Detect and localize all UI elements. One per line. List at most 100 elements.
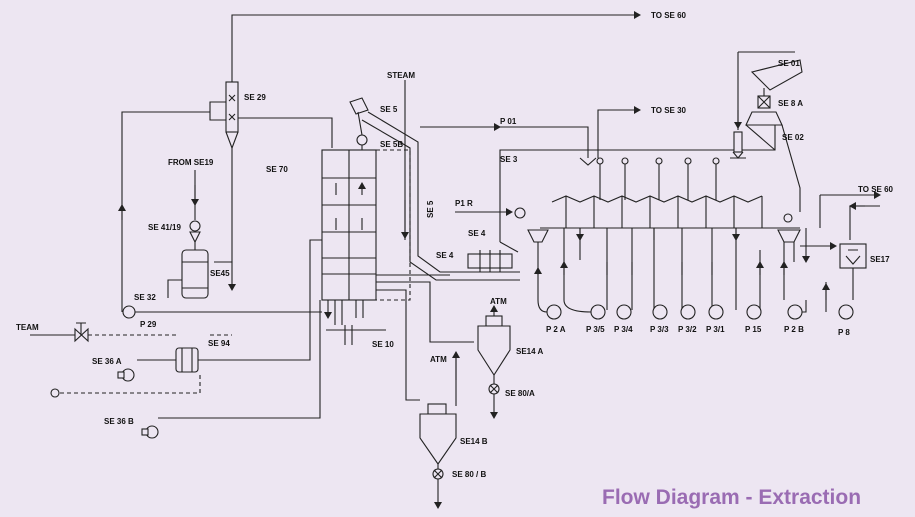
se14a-top	[485, 315, 503, 327]
line-to-se30	[597, 106, 641, 158]
se70-trays	[322, 177, 376, 275]
valve-5	[712, 157, 720, 165]
pump-p33	[652, 304, 668, 320]
hopper-left	[527, 229, 549, 243]
label-pump: P 2 A	[546, 325, 566, 334]
se5-conveyor-inner	[361, 119, 520, 281]
label-se14b: SE14 B	[460, 437, 488, 446]
p29-pump	[122, 305, 136, 319]
se01-column	[733, 131, 743, 153]
line-to-se60-top	[231, 11, 641, 95]
label-se17: SE17	[870, 255, 890, 264]
percolation-cells	[565, 196, 763, 228]
label-se01: SE 01	[778, 59, 800, 68]
label-pump: P 2 B	[784, 325, 804, 334]
label-to-se60-right: TO SE 60	[858, 185, 894, 194]
line-se3-hopper	[499, 241, 519, 253]
se5b-rotary-valve	[356, 134, 368, 146]
label-se36b: SE 36 B	[104, 417, 134, 426]
label-pump: P 15	[745, 325, 762, 334]
label-team: TEAM	[16, 323, 39, 332]
pump-arrows-down	[653, 228, 736, 240]
pump-p2b-pipe	[802, 300, 807, 313]
percolation-zigzag	[551, 195, 763, 203]
se8a-cross	[757, 95, 771, 109]
pump-p32	[680, 304, 696, 320]
pump-legs-2	[606, 228, 761, 310]
se70-internal-arrows	[335, 183, 362, 230]
label-se36a: SE 36 A	[92, 357, 122, 366]
label-p29: P 29	[140, 320, 157, 329]
line-se29-se45	[214, 148, 233, 263]
hopper-right-legs	[783, 242, 795, 300]
se80b-cross	[433, 469, 443, 479]
label-to-se30: TO SE 30	[651, 106, 687, 115]
label-atm-a: ATM	[490, 297, 507, 306]
se36a-motor	[117, 371, 125, 379]
label-se5-top: SE 5	[380, 105, 398, 114]
label-pump: P 3/3	[650, 325, 669, 334]
label-se32: SE 32	[134, 293, 156, 302]
se02-valve	[783, 213, 793, 223]
line-se29-p29	[121, 111, 210, 312]
se94-exchanger	[175, 347, 199, 373]
arrow-se45-down	[214, 261, 236, 291]
spray-droplegs	[599, 164, 717, 200]
line-p01	[420, 126, 589, 158]
se14b-cyclone	[419, 413, 457, 465]
se70-legs	[334, 300, 364, 325]
se4-coils	[479, 250, 501, 272]
se45-bands	[182, 261, 208, 289]
pump-arrows-up	[606, 262, 760, 275]
label-se94: SE 94	[208, 339, 230, 348]
spray-1	[579, 157, 597, 166]
se41-19-body	[189, 231, 201, 244]
se5-hopper	[349, 97, 369, 115]
label-pump: P 3/4	[614, 325, 633, 334]
dashed-line-end	[50, 388, 60, 398]
se29-spray	[228, 94, 236, 121]
se5-chute	[357, 111, 363, 136]
se14a-cyclone	[477, 325, 511, 377]
pump-p35	[590, 304, 606, 320]
pump-p34	[616, 304, 632, 320]
pump-pipes-1	[537, 299, 592, 313]
se41-19-valve	[189, 220, 201, 232]
line-se02	[745, 124, 801, 212]
label-se80a: SE 80/A	[505, 389, 535, 398]
line-se29-loop	[209, 101, 226, 121]
valve-4	[684, 157, 692, 165]
label-pump: P 3/2	[678, 325, 697, 334]
label-se4-a: SE 4	[468, 229, 486, 238]
line-se70-se14a	[376, 281, 474, 343]
se01-spray	[730, 151, 746, 159]
team-valve-stem	[76, 322, 86, 335]
line-se36b-se70	[158, 300, 321, 419]
se10-discharge	[326, 325, 386, 345]
label-se3: SE 3	[500, 155, 518, 164]
label-se41-19: SE 41/19	[148, 223, 181, 232]
label-se5b: SE 5B	[380, 140, 403, 149]
line-dashed-se94	[60, 372, 201, 394]
se80a-cross	[489, 384, 499, 394]
valve-3	[655, 157, 663, 165]
line-return-se17	[849, 205, 880, 240]
line-se3	[499, 120, 776, 178]
se14b-top	[427, 403, 447, 415]
se01-screw	[750, 59, 803, 91]
pump-p2b	[787, 304, 803, 320]
se45-tank	[181, 249, 209, 299]
label-to-se60-top: TO SE 60	[651, 11, 687, 20]
label-se10: SE 10	[372, 340, 394, 349]
se29-column	[225, 81, 239, 133]
se29-cone	[225, 131, 239, 150]
se94-tubes	[181, 348, 193, 372]
line-se70-se14b	[376, 289, 420, 401]
line-se45-se32	[167, 279, 182, 298]
label-p1r: P1 R	[455, 199, 473, 208]
se5-conveyor-outer	[367, 111, 520, 273]
pump-p2a	[546, 304, 562, 320]
valve-2	[621, 157, 629, 165]
p1r-valve	[514, 207, 526, 219]
